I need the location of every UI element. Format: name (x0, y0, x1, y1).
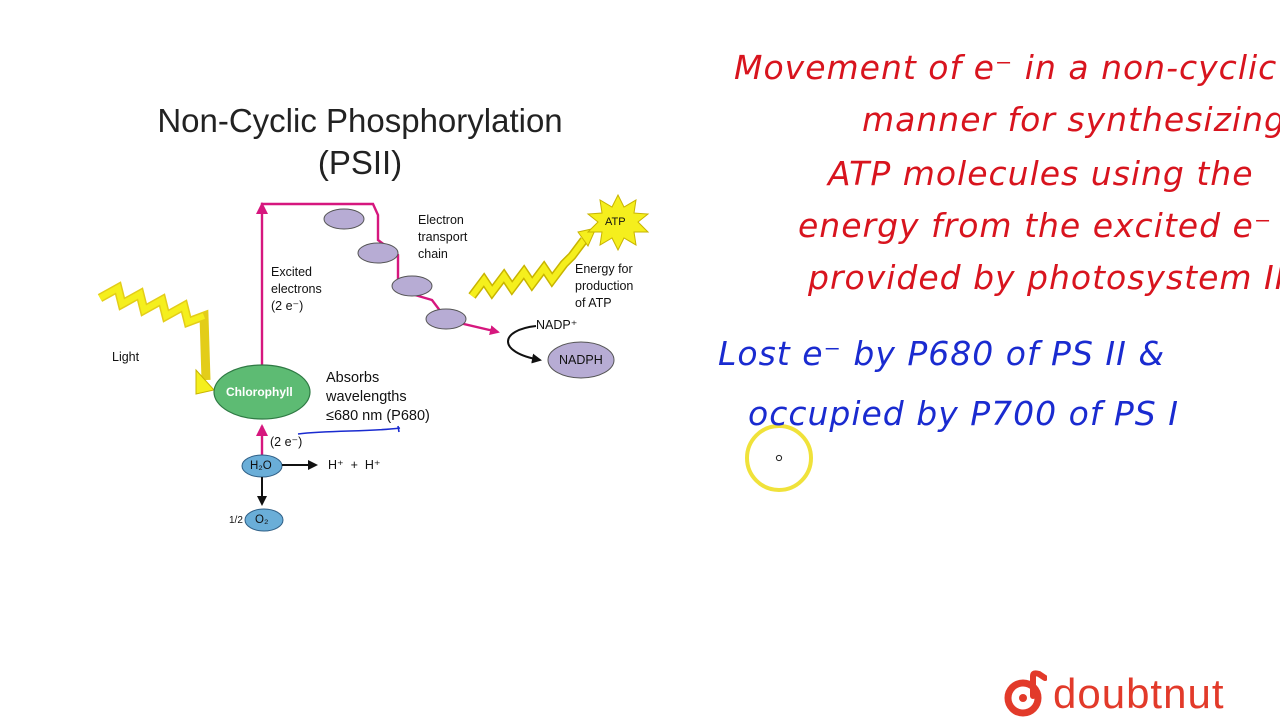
excited-electrons-label: Excited electrons (2 e⁻) (271, 265, 322, 313)
etc-carrier-1 (323, 208, 365, 230)
oxygen-ellipse (244, 508, 284, 532)
nadph-label: NADPH (559, 353, 603, 367)
etc-label: Electron transport chain (418, 213, 468, 261)
cursor-highlight (745, 424, 813, 492)
note-red-line-4: energy from the excited e⁻ (798, 206, 1273, 245)
chlorophyll-label: Chlorophyll (226, 385, 293, 399)
diagram-title: Non-Cyclic Phosphorylation (PSII) (100, 100, 620, 184)
absorbs-label: Absorbs wavelengths ≤680 nm (P680) (326, 370, 430, 424)
atp-label: ATP (605, 216, 626, 228)
nadph-ellipse (547, 341, 615, 379)
underline-annotation (297, 427, 401, 435)
energy-label: Energy for production of ATP (575, 262, 634, 310)
oxygen-label: O₂ (255, 514, 269, 526)
doubtnut-logo-text: doubtnut (1053, 670, 1225, 717)
note-red-line-2: manner for synthesizing (862, 100, 1280, 139)
title-line-1: Non-Cyclic Phosphorylation (157, 102, 563, 139)
atp-burst (586, 193, 650, 252)
light-zigzag-arrow (97, 281, 215, 395)
two-electron-label: (2 e⁻) (270, 435, 303, 449)
chlorophyll-ellipse (213, 364, 311, 420)
title-line-2: (PSII) (317, 144, 403, 181)
nadp-label: NADP⁺ (536, 318, 578, 332)
light-label: Light (112, 350, 140, 364)
note-red-line-3: ATP molecules using the (828, 154, 1254, 193)
doubtnut-logo: doubtnut (1003, 668, 1225, 720)
nadp-curved-arrow (507, 325, 542, 364)
half-label: 1/2 (229, 515, 243, 526)
note-red-line-5: provided by photosystem II (808, 258, 1280, 297)
doubtnut-logo-icon (1004, 670, 1047, 717)
etc-carrier-2 (357, 242, 399, 264)
note-blue-line-2: occupied by P700 of PS I (748, 394, 1179, 433)
etc-carrier-4 (425, 308, 467, 330)
water-label: H₂O (250, 460, 272, 472)
etc-carrier-3 (391, 275, 433, 297)
note-red-line-1: Movement of e⁻ in a non-cyclic (734, 48, 1278, 87)
protons-label: H⁺ + H⁺ (328, 458, 381, 472)
note-blue-line-1: Lost e⁻ by P680 of PS II & (718, 334, 1166, 373)
